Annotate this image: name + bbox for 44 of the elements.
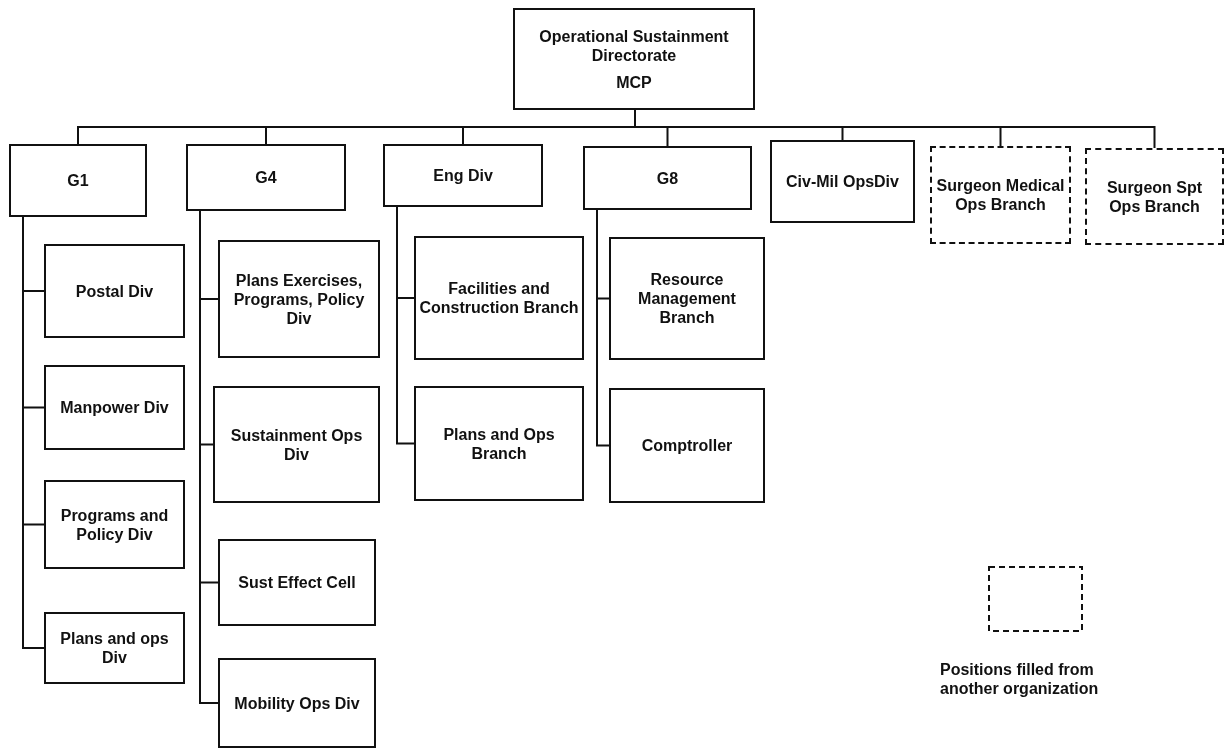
unit-name: G4 — [255, 168, 277, 187]
unit-name: G8 — [656, 168, 679, 188]
unit-name: Plans Exercises, Programs, Policy Div — [232, 270, 366, 328]
legend-text: Positions filled from another organization — [940, 660, 1100, 698]
unit-name: Surgeon Spt Ops Branch — [1105, 177, 1204, 216]
unit-name: Plans and Ops Branch — [442, 424, 556, 463]
unit-name: Resource Management Branch — [637, 270, 737, 327]
unit-name: Operational Sustainment Directorate — [538, 26, 730, 65]
org-box — [583, 146, 752, 210]
connector-line — [596, 209, 610, 447]
unit-name: Facilities and Construction Branch — [419, 279, 579, 317]
org-box — [930, 146, 1071, 244]
unit-name: Postal Div — [75, 281, 154, 301]
org-box — [44, 612, 185, 684]
org-box — [218, 539, 376, 626]
org-box — [414, 386, 584, 501]
org-box — [513, 8, 755, 110]
unit-name: Mobility Ops Div — [234, 693, 360, 713]
unit-name: Surgeon Medical Ops Branch — [935, 176, 1066, 214]
unit-name: Sustainment Ops Div — [229, 425, 364, 464]
org-box — [213, 386, 380, 503]
unit-name: G1 — [67, 171, 89, 190]
org-box — [383, 144, 543, 207]
org-box — [770, 140, 915, 223]
org-box — [609, 388, 765, 503]
unit-name: Comptroller — [641, 436, 733, 455]
org-box — [186, 144, 346, 211]
org-box — [44, 365, 185, 450]
unit-name: Eng Div — [433, 166, 493, 185]
unit-name: Plans and ops Div — [59, 629, 170, 667]
org-box — [1085, 148, 1224, 245]
connector-line — [396, 206, 415, 445]
unit-name: Sust Effect Cell — [238, 573, 356, 592]
org-box — [218, 658, 376, 748]
org-box — [9, 144, 147, 217]
org-box — [44, 480, 185, 569]
unit-name: Civ-Mil OpsDiv — [786, 172, 899, 191]
org-box — [218, 240, 380, 358]
unit-name: Programs and Policy Div — [59, 505, 170, 544]
org-box — [609, 237, 765, 360]
unit-name: MCP — [616, 72, 652, 92]
org-box — [44, 244, 185, 338]
unit-name: Manpower Div — [60, 398, 169, 417]
org-box — [414, 236, 584, 360]
